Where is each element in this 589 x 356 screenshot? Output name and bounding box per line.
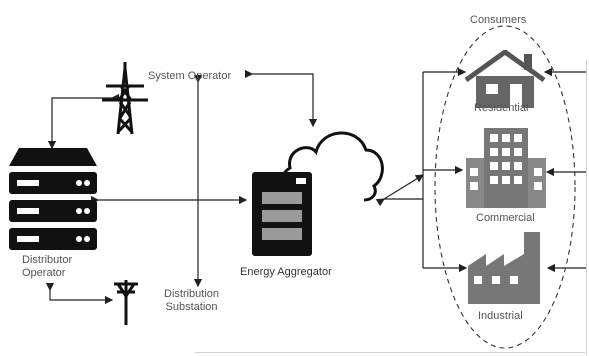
industrial-label: Industrial: [478, 310, 523, 322]
house-icon: [464, 50, 546, 108]
utility-pole-icon: [114, 280, 138, 325]
commercial-label: Commercial: [476, 212, 535, 224]
arrow-sysop-aggregator: [244, 69, 318, 128]
distributor-operator-label: Distributor Operator: [22, 254, 73, 279]
frame-line-bottom: [195, 352, 585, 353]
transmission-tower-icon: [102, 62, 148, 135]
frame-line-right: [586, 60, 587, 356]
server-rack-icon: [9, 148, 97, 252]
consumers-ellipse: [434, 25, 576, 349]
arrow-aggregator-consumers: [375, 174, 425, 207]
office-building-icon: [466, 128, 546, 208]
factory-icon: [468, 232, 540, 304]
arrow-tower-distributor: [47, 93, 120, 150]
energy-aggregator-label: Energy Aggregator: [240, 266, 332, 278]
distribution-substation-label: Distribution Substation: [164, 288, 220, 313]
residential-label: Residential: [474, 102, 529, 114]
aggregator-server-icon: [252, 172, 312, 256]
consumers-label: Consumers: [470, 14, 527, 26]
system-operator-label: System Operator: [148, 70, 232, 82]
arrow-distributor-pole: [45, 282, 114, 305]
